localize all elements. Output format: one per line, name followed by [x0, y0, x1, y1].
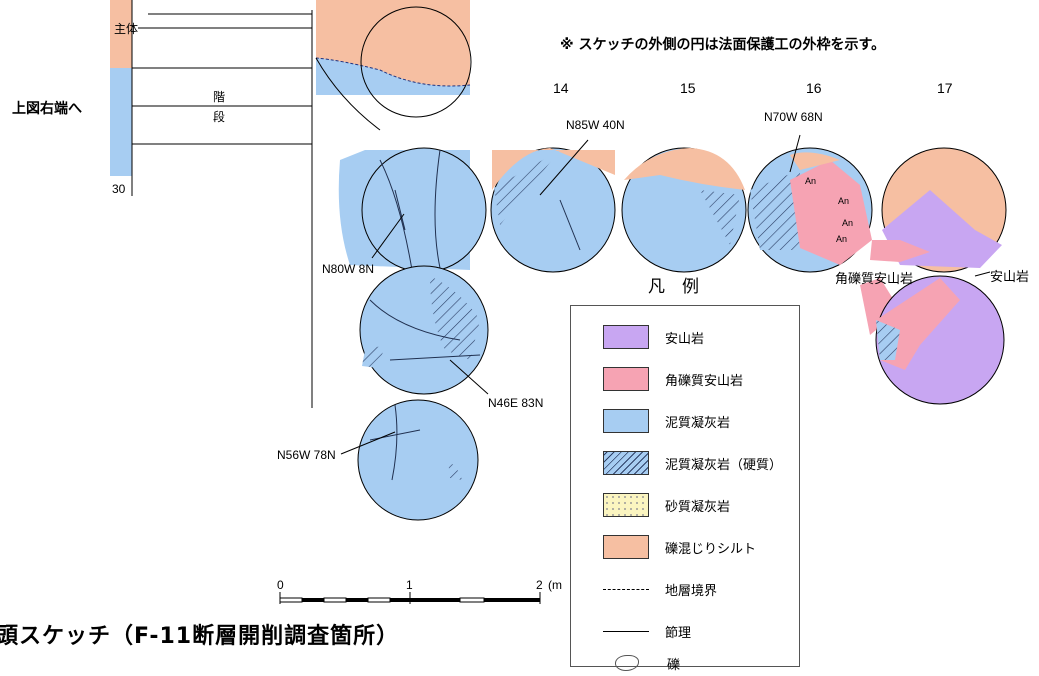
column-14: 14: [553, 80, 569, 96]
strike-label: N85W 40N: [566, 118, 625, 132]
swatch: [603, 535, 649, 559]
to-right-note: 上図右端へ: [12, 101, 82, 117]
legend-item-andesite: 安山岩: [603, 324, 704, 350]
legend-item-pebble: 礫: [603, 650, 680, 676]
andesite-label: 安山岩: [990, 269, 1030, 284]
legend-label: 安山岩: [665, 331, 705, 347]
strike-label: N70W 68N: [764, 110, 823, 124]
legend-label: 砂質凝灰岩: [665, 499, 731, 515]
legend-item-gravel-silt: 礫混じりシルト: [603, 534, 756, 560]
an-label: An: [838, 196, 850, 206]
legend-item-boundary: 地層境界: [603, 576, 717, 602]
strike-label: N80W 8N: [322, 262, 375, 276]
page-title: 頭スケッチ（F-11断層開削調査箇所）: [0, 624, 400, 649]
legend-label: 礫混じりシルト: [665, 541, 757, 557]
outer-circle-note: ※ スケッチの外側の円は法面保護工の外枠を示す。: [560, 37, 886, 53]
strike-label: N56W 78N: [277, 448, 336, 462]
scale-unit: (m: [548, 578, 562, 592]
swatch: [603, 367, 649, 391]
swatch: [603, 493, 649, 517]
legend-label: 泥質凝灰岩（硬質）: [665, 457, 783, 473]
column-16: 16: [806, 80, 822, 96]
legend-item-breccia: 角礫質安山岩: [603, 366, 743, 392]
legend-label: 泥質凝灰岩: [665, 415, 731, 431]
column-17: 17: [937, 80, 953, 96]
legend-item-sandy-tuff: 砂質凝灰岩: [603, 492, 730, 518]
outcrop-sketch: [110, 0, 1007, 604]
legend-item-joint: 節理: [603, 618, 691, 644]
legend-item-tuff: 泥質凝灰岩: [603, 408, 730, 434]
main-label: 主体: [114, 22, 139, 36]
legend: 安山岩 角礫質安山岩 泥質凝灰岩 泥質凝灰岩（硬質） 砂質凝灰岩 礫混じりシルト…: [570, 305, 800, 673]
legend-title: 凡 例: [648, 277, 699, 297]
scale-tick: 0: [277, 578, 284, 592]
left-cut-label: 30: [112, 182, 126, 196]
an-label: An: [805, 176, 817, 186]
pebble-icon: [615, 655, 639, 671]
stairs-label-1: 階: [213, 90, 226, 104]
stairs-label-2: 段: [213, 110, 226, 124]
joint-line-icon: [603, 630, 649, 632]
legend-label: 地層境界: [665, 583, 718, 599]
legend-label: 節理: [665, 625, 692, 641]
an-label: An: [836, 234, 848, 244]
swatch: [603, 409, 649, 433]
dashed-line-icon: [603, 588, 649, 590]
legend-label: 角礫質安山岩: [665, 373, 744, 389]
column-15: 15: [680, 80, 696, 96]
legend-item-hard-tuff: 泥質凝灰岩（硬質）: [603, 450, 782, 476]
swatch: [603, 325, 649, 349]
scale-tick: 2: [536, 578, 543, 592]
breccia-andesite-label: 角礫質安山岩: [835, 271, 914, 286]
an-label: An: [842, 218, 854, 228]
scale-tick: 1: [406, 578, 413, 592]
swatch: [603, 451, 649, 475]
legend-label: 礫: [667, 657, 681, 673]
strike-label: N46E 83N: [488, 396, 544, 410]
